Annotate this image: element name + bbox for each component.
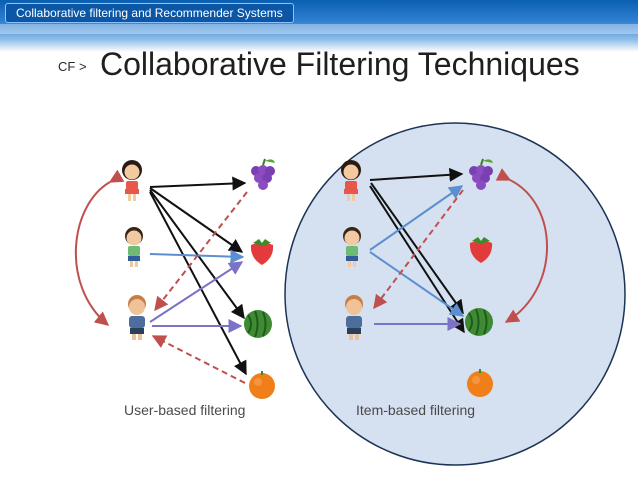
watermelon-icon xyxy=(243,309,273,339)
similarity-arrow xyxy=(75,169,125,326)
man-icon xyxy=(128,295,146,340)
item-based-caption: Item-based filtering xyxy=(356,402,475,418)
rating-arrow xyxy=(149,189,245,320)
orange-icon xyxy=(249,371,275,399)
rating-arrow xyxy=(149,187,244,253)
boy-icon xyxy=(125,227,143,267)
rating-arrow xyxy=(149,191,247,376)
item-based-circle xyxy=(284,122,626,466)
header-tag: Collaborative filtering and Recommender … xyxy=(5,3,294,23)
title-prefix: CF > xyxy=(58,59,87,74)
user-based-section: User-based filtering xyxy=(75,158,276,418)
user-based-caption: User-based filtering xyxy=(124,402,245,418)
rating-arrow xyxy=(369,185,465,334)
rating-arrow xyxy=(370,182,464,315)
girl-icon xyxy=(122,160,142,201)
title-main: Collaborative Filtering Techniques xyxy=(100,46,580,82)
recommend-arrow xyxy=(373,189,464,310)
recommend-arrow xyxy=(154,191,248,312)
recommend-arrow xyxy=(151,335,246,384)
header-bar: Collaborative filtering and Recommender … xyxy=(0,0,638,52)
header-stripe xyxy=(0,24,638,34)
rating-arrow xyxy=(369,251,465,317)
similarity-arrow xyxy=(495,168,548,323)
rating-arrow xyxy=(369,167,464,182)
grape-icon xyxy=(250,158,276,191)
strawberry-icon xyxy=(250,239,274,265)
man-icon xyxy=(345,295,363,340)
slide-title: CF > Collaborative Filtering Techniques xyxy=(0,44,638,84)
rating-arrow xyxy=(149,261,244,323)
rating-arrow xyxy=(369,185,464,251)
watermelon-icon xyxy=(464,307,494,337)
item-based-section: Item-based filtering xyxy=(341,158,548,418)
rating-arrow xyxy=(149,176,247,191)
